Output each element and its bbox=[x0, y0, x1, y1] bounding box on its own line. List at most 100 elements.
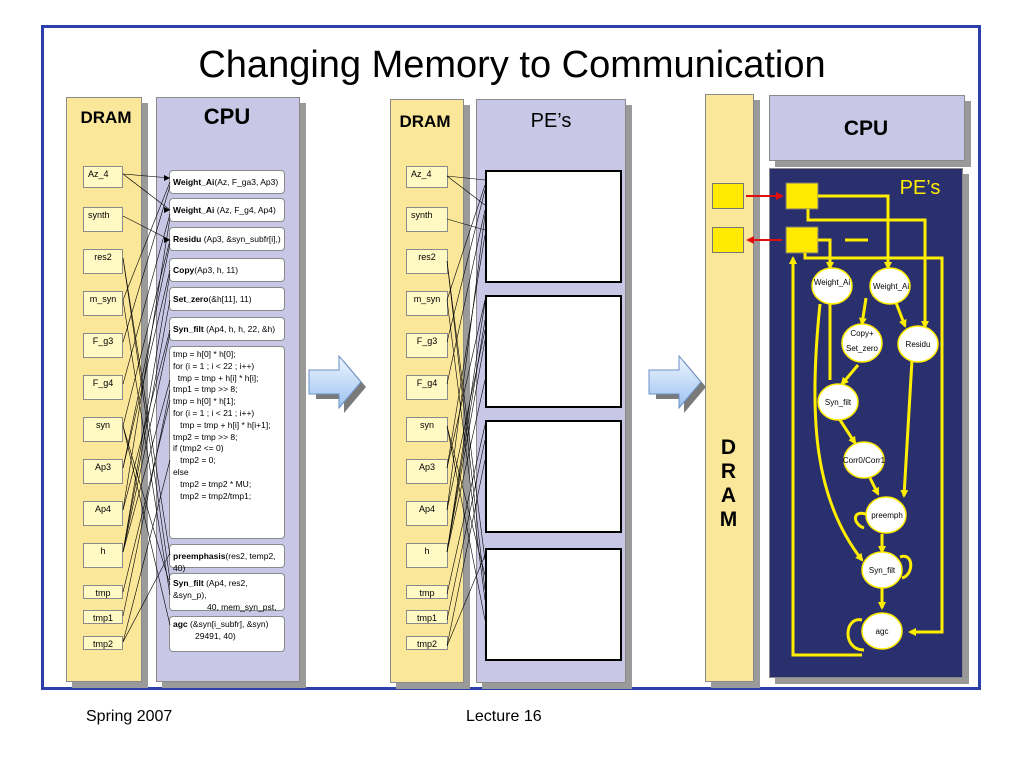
code-args: (Az, F_ga3, Ap3) bbox=[214, 177, 279, 187]
slide-title: Changing Memory to Communication bbox=[198, 44, 826, 86]
loop-code-line: tmp = h[0] * h[1]; bbox=[173, 396, 236, 407]
node-label-syn-filt-1: Syn_filt bbox=[825, 398, 852, 407]
loop-code-line: tmp = tmp + h[i] * h[i+1]; bbox=[173, 419, 271, 430]
panel1-memory-item: m_syn bbox=[83, 291, 123, 316]
panel2-memory-item: Ap3 bbox=[406, 459, 448, 484]
panel2-memory-item: synth bbox=[406, 207, 448, 232]
panel1-code-block: Weight_Ai(Az, F_ga3, Ap3) bbox=[169, 170, 285, 194]
code-fn: Copy bbox=[173, 265, 195, 275]
loop-code-line: tmp2 = tmp2 * MU; bbox=[173, 478, 252, 489]
pe-box-2 bbox=[485, 295, 622, 408]
transform-arrow-2 bbox=[648, 354, 706, 413]
panel2-memory-item: Az_4 bbox=[406, 166, 448, 188]
panel1-code-block: Syn_filt (Ap4, h, h, 22, &h) bbox=[169, 317, 285, 341]
panel1-memory-item: Az_4 bbox=[83, 166, 123, 188]
code-args: (Ap4, h, h, 22, &h) bbox=[203, 324, 276, 334]
dram-letter-a: A bbox=[720, 484, 737, 507]
code-args: (Az, F_g4, Ap4) bbox=[214, 205, 276, 215]
node-agc bbox=[861, 612, 903, 650]
panel1-code-block: Residu (Ap3, &syn_subfr[i],) bbox=[169, 227, 285, 251]
panel1-memory-item: Ap3 bbox=[83, 459, 123, 484]
transform-arrow-1 bbox=[308, 354, 366, 413]
panel3-cpu-label: CPU bbox=[843, 117, 889, 140]
footer-center: Lecture 16 bbox=[466, 708, 542, 725]
node-weight-ai-2 bbox=[869, 267, 911, 305]
node-label-syn-filt-2: Syn_filt bbox=[869, 566, 896, 575]
panel2-memory-item: tmp1 bbox=[406, 610, 448, 624]
panel1-cpu-label: CPU bbox=[203, 104, 251, 129]
panel1-memory-item: synth bbox=[83, 207, 123, 232]
panel1-preemph-block: preemphasis(res2, temp2, 40) bbox=[169, 544, 285, 573]
node-label-weight-ai-1: Weight_Ai bbox=[814, 278, 851, 287]
panel1-code-block: Set_zero(&h[11], 11) bbox=[169, 287, 285, 311]
node-label-corr: Corr0/Corr1 bbox=[843, 456, 886, 465]
panel1-memory-item: res2 bbox=[83, 249, 123, 274]
agc-fn: agc bbox=[173, 619, 188, 629]
dram-letter-d: D bbox=[720, 436, 737, 459]
pe-port-1 bbox=[785, 182, 819, 210]
preemph-args: (res2, temp2, 40) bbox=[173, 551, 276, 573]
panel1-memory-item: F_g4 bbox=[83, 375, 123, 400]
panel1-memory-item: tmp2 bbox=[83, 636, 123, 650]
code-args: (Ap3, h, 11) bbox=[194, 265, 239, 275]
panel1-memory-item: Ap4 bbox=[83, 501, 123, 526]
panel2-memory-item: Ap4 bbox=[406, 501, 448, 526]
synfilt2-fn: Syn_filt bbox=[173, 578, 204, 588]
panel1-code-block: Copy(Ap3, h, 11) bbox=[169, 258, 285, 282]
code-fn: Syn_filt bbox=[173, 324, 204, 334]
panel1-code-block: Weight_Ai (Az, F_g4, Ap4) bbox=[169, 198, 285, 222]
code-fn: Set_zero bbox=[173, 294, 209, 304]
agc-line2: 29491, 40) bbox=[195, 631, 236, 641]
agc-args: (&syn[i_subfr], &syn) bbox=[187, 619, 269, 629]
node-label-residu: Residu bbox=[906, 340, 931, 349]
loop-code-line: tmp2 = tmp >> 8; bbox=[173, 431, 238, 442]
node-weight-ai-1 bbox=[811, 267, 853, 305]
pe-port-2 bbox=[785, 226, 819, 254]
loop-code-line: tmp2 = tmp2/tmp1; bbox=[173, 490, 252, 501]
panel1-memory-item: tmp1 bbox=[83, 610, 123, 624]
node-copy-setzero bbox=[841, 323, 883, 363]
panel1-memory-item: syn bbox=[83, 417, 123, 442]
loop-code-line: if (tmp2 <= 0) bbox=[173, 443, 224, 454]
panel3-dram-vertical-label: D R A M bbox=[705, 436, 752, 532]
loop-code-line: tmp = h[0] * h[0]; bbox=[173, 349, 236, 359]
loop-code-line: for (i = 1 ; i < 21 ; i++) bbox=[173, 407, 255, 418]
pe-box-3 bbox=[485, 420, 622, 533]
panel2-memory-item: F_g4 bbox=[406, 375, 448, 400]
loop-code-line: tmp2 = 0; bbox=[173, 455, 216, 466]
panel2-memory-item: tmp bbox=[406, 585, 448, 599]
dram-port-1 bbox=[712, 183, 744, 209]
loop-code-line: for (i = 1 ; i < 22 ; i++) bbox=[173, 360, 255, 371]
loop-code-line: else bbox=[173, 466, 189, 477]
code-args: (&h[11], 11) bbox=[208, 294, 252, 304]
node-syn-filt-1 bbox=[817, 383, 859, 421]
node-label-copy: Copy+ bbox=[850, 329, 874, 338]
node-label-weight-ai-2: Weight_Ai bbox=[873, 282, 910, 291]
panel2-memory-item: h bbox=[406, 543, 448, 568]
panel2-dram-label: DRAM bbox=[399, 112, 451, 131]
loop-code-line: tmp = tmp + h[i] * h[i]; bbox=[173, 372, 259, 383]
code-fn: Weight_Ai bbox=[173, 205, 215, 215]
node-label-setzero: Set_zero bbox=[846, 344, 879, 353]
panel1-memory-item: F_g3 bbox=[83, 333, 123, 358]
node-corr bbox=[843, 441, 885, 479]
panel1-memory-item: h bbox=[83, 543, 123, 568]
pe-box-1 bbox=[485, 170, 622, 283]
slide-frame bbox=[41, 25, 981, 690]
panel1-dram-label: DRAM bbox=[80, 108, 132, 127]
panel1-memory-item: tmp bbox=[83, 585, 123, 599]
synfilt2-args: (Ap4, res2, &syn_p), bbox=[173, 578, 248, 600]
panel3-pe-label: PE’s bbox=[899, 177, 941, 199]
node-residu bbox=[897, 325, 939, 363]
panel2-memory-item: syn bbox=[406, 417, 448, 442]
node-label-preemph: preemph bbox=[871, 511, 903, 520]
loop-code-line: tmp1 = tmp >> 8; bbox=[173, 384, 238, 395]
code-args: (Ap3, &syn_subfr[i],) bbox=[201, 234, 281, 244]
panel1-loop-code: tmp = h[0] * h[0];for (i = 1 ; i < 22 ; … bbox=[169, 346, 285, 539]
node-label-agc: agc bbox=[876, 627, 889, 636]
panel1-agc-block: agc (&syn[i_subfr], &syn) 29491, 40) bbox=[169, 616, 285, 652]
pe-box-4 bbox=[485, 548, 622, 661]
